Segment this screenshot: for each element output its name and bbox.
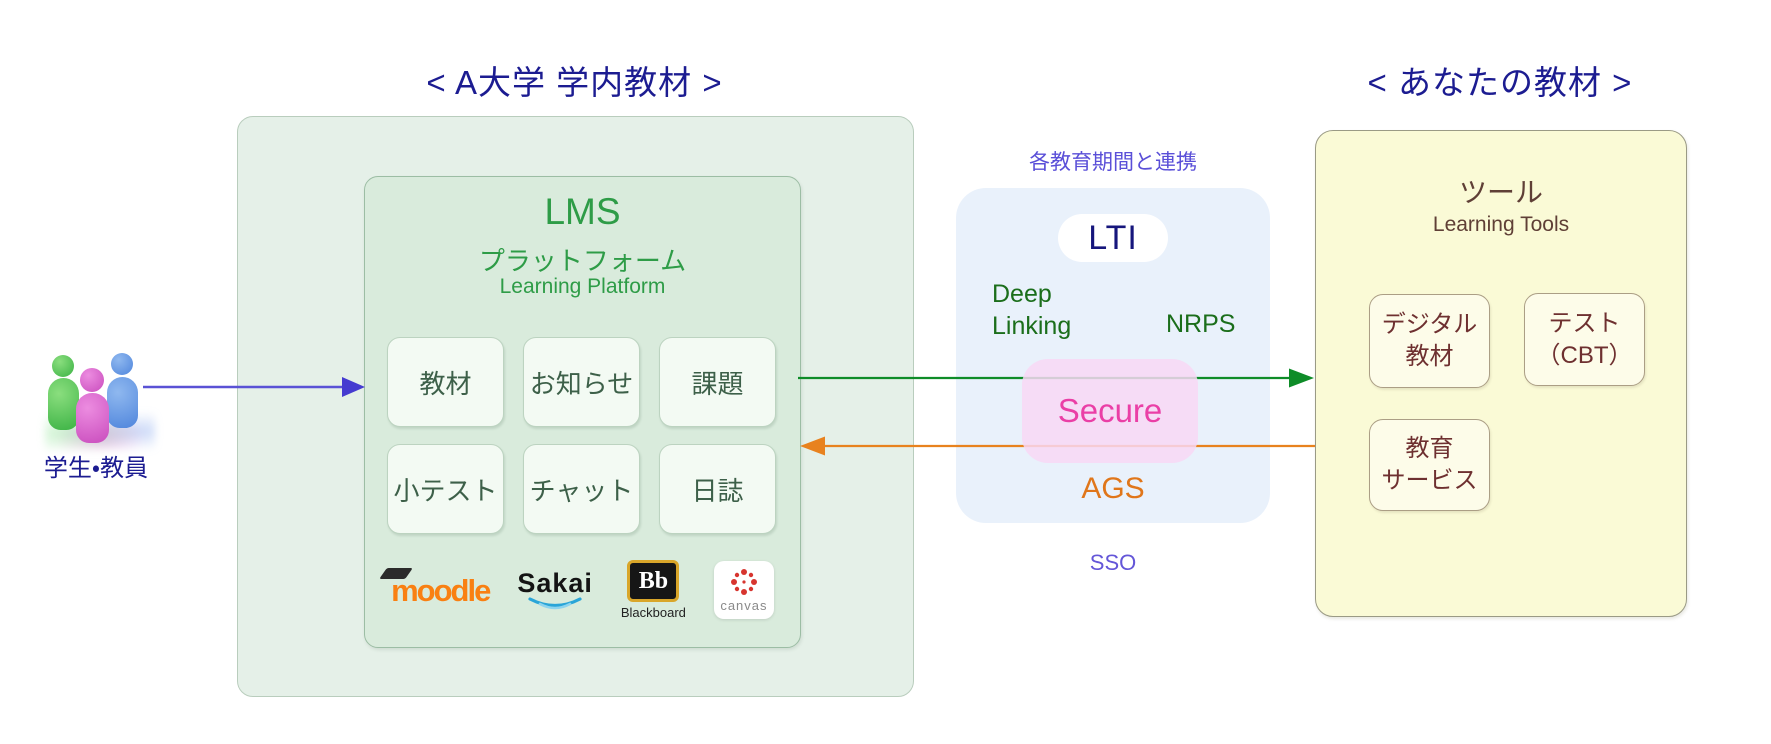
blackboard-bb-badge: Bb <box>627 560 680 602</box>
sakai-logo: Sakai <box>517 570 593 610</box>
ags-label: AGS <box>1081 472 1145 505</box>
sso-label: SSO <box>1089 550 1137 575</box>
connector-top-label: 各教育期間と連携 <box>1029 151 1197 174</box>
tool-item-line2: 教材 <box>1405 343 1454 370</box>
person-green-icon <box>48 378 79 430</box>
left-section-title: < A大学 学内教材 > <box>426 64 723 101</box>
tool-item-line1: デジタル <box>1381 311 1478 339</box>
students-teachers-label: 学生・教員 <box>43 455 149 482</box>
deep-linking-line1: Deep <box>992 280 1052 308</box>
lms-module: チャット <box>523 444 640 534</box>
deep-linking-label: Deep Linking <box>992 278 1071 342</box>
person-blue-icon <box>107 377 138 428</box>
tools-title-ja: ツール <box>1458 177 1543 208</box>
canvas-logo: canvas <box>713 561 774 619</box>
ripple-icon <box>528 597 582 610</box>
person-blue-icon <box>111 353 133 375</box>
lms-module: 日誌 <box>659 444 776 534</box>
moodle-logo-text: moodle <box>391 572 491 608</box>
sakai-logo-text: Sakai <box>517 568 593 598</box>
tool-item: 教育 サービス <box>1369 419 1490 511</box>
deep-linking-line2: Linking <box>992 312 1072 340</box>
lms-module-grid: 教材 お知らせ 課題 小テスト チャット 日誌 <box>387 337 776 534</box>
tools-title-en: Learning Tools <box>1432 213 1570 236</box>
lms-subtitle-ja: プラットフォーム <box>478 246 687 276</box>
lms-subtitle-en: Learning Platform <box>499 275 666 298</box>
canvas-logo-text: canvas <box>720 597 768 613</box>
nrps-label: NRPS <box>1166 310 1236 338</box>
lms-module: 教材 <box>387 337 504 427</box>
lms-module: お知らせ <box>523 337 640 427</box>
lms-module: 課題 <box>659 337 776 427</box>
lms-box: LMS プラットフォーム Learning Platform 教材 お知らせ 課… <box>364 176 801 648</box>
person-magenta-icon <box>76 393 109 443</box>
tool-item-line1: テスト <box>1548 309 1621 337</box>
tool-item: テスト （CBT） <box>1524 293 1645 386</box>
campus-box: LMS プラットフォーム Learning Platform 教材 お知らせ 課… <box>237 116 914 697</box>
tool-item: デジタル 教材 <box>1369 294 1490 388</box>
right-section-title: < あなたの教材 > <box>1367 64 1633 101</box>
secure-box: Secure <box>1022 359 1198 463</box>
canvas-flower-icon <box>730 568 757 595</box>
lms-module: 小テスト <box>387 444 504 534</box>
lms-logo-row: moodle Sakai Bb Blackboard <box>365 560 800 620</box>
tool-item-line2: サービス <box>1381 467 1478 494</box>
person-green-icon <box>52 355 74 377</box>
lms-title: LMS <box>544 191 621 232</box>
blackboard-logo: Bb Blackboard <box>621 560 686 620</box>
tools-box: ツール Learning Tools デジタル 教材 テスト （CBT） 教育 … <box>1315 130 1687 617</box>
lti-pill: LTI <box>1058 214 1168 262</box>
students-teachers-icon <box>45 350 155 450</box>
tool-item-line2: （CBT） <box>1536 341 1633 369</box>
blackboard-logo-text: Blackboard <box>620 605 686 620</box>
tool-item-line1: 教育 <box>1405 435 1454 463</box>
lti-box: LTI Deep Linking NRPS Secure AGS <box>956 188 1270 523</box>
person-magenta-icon <box>80 368 104 392</box>
moodle-logo: moodle <box>379 567 491 608</box>
